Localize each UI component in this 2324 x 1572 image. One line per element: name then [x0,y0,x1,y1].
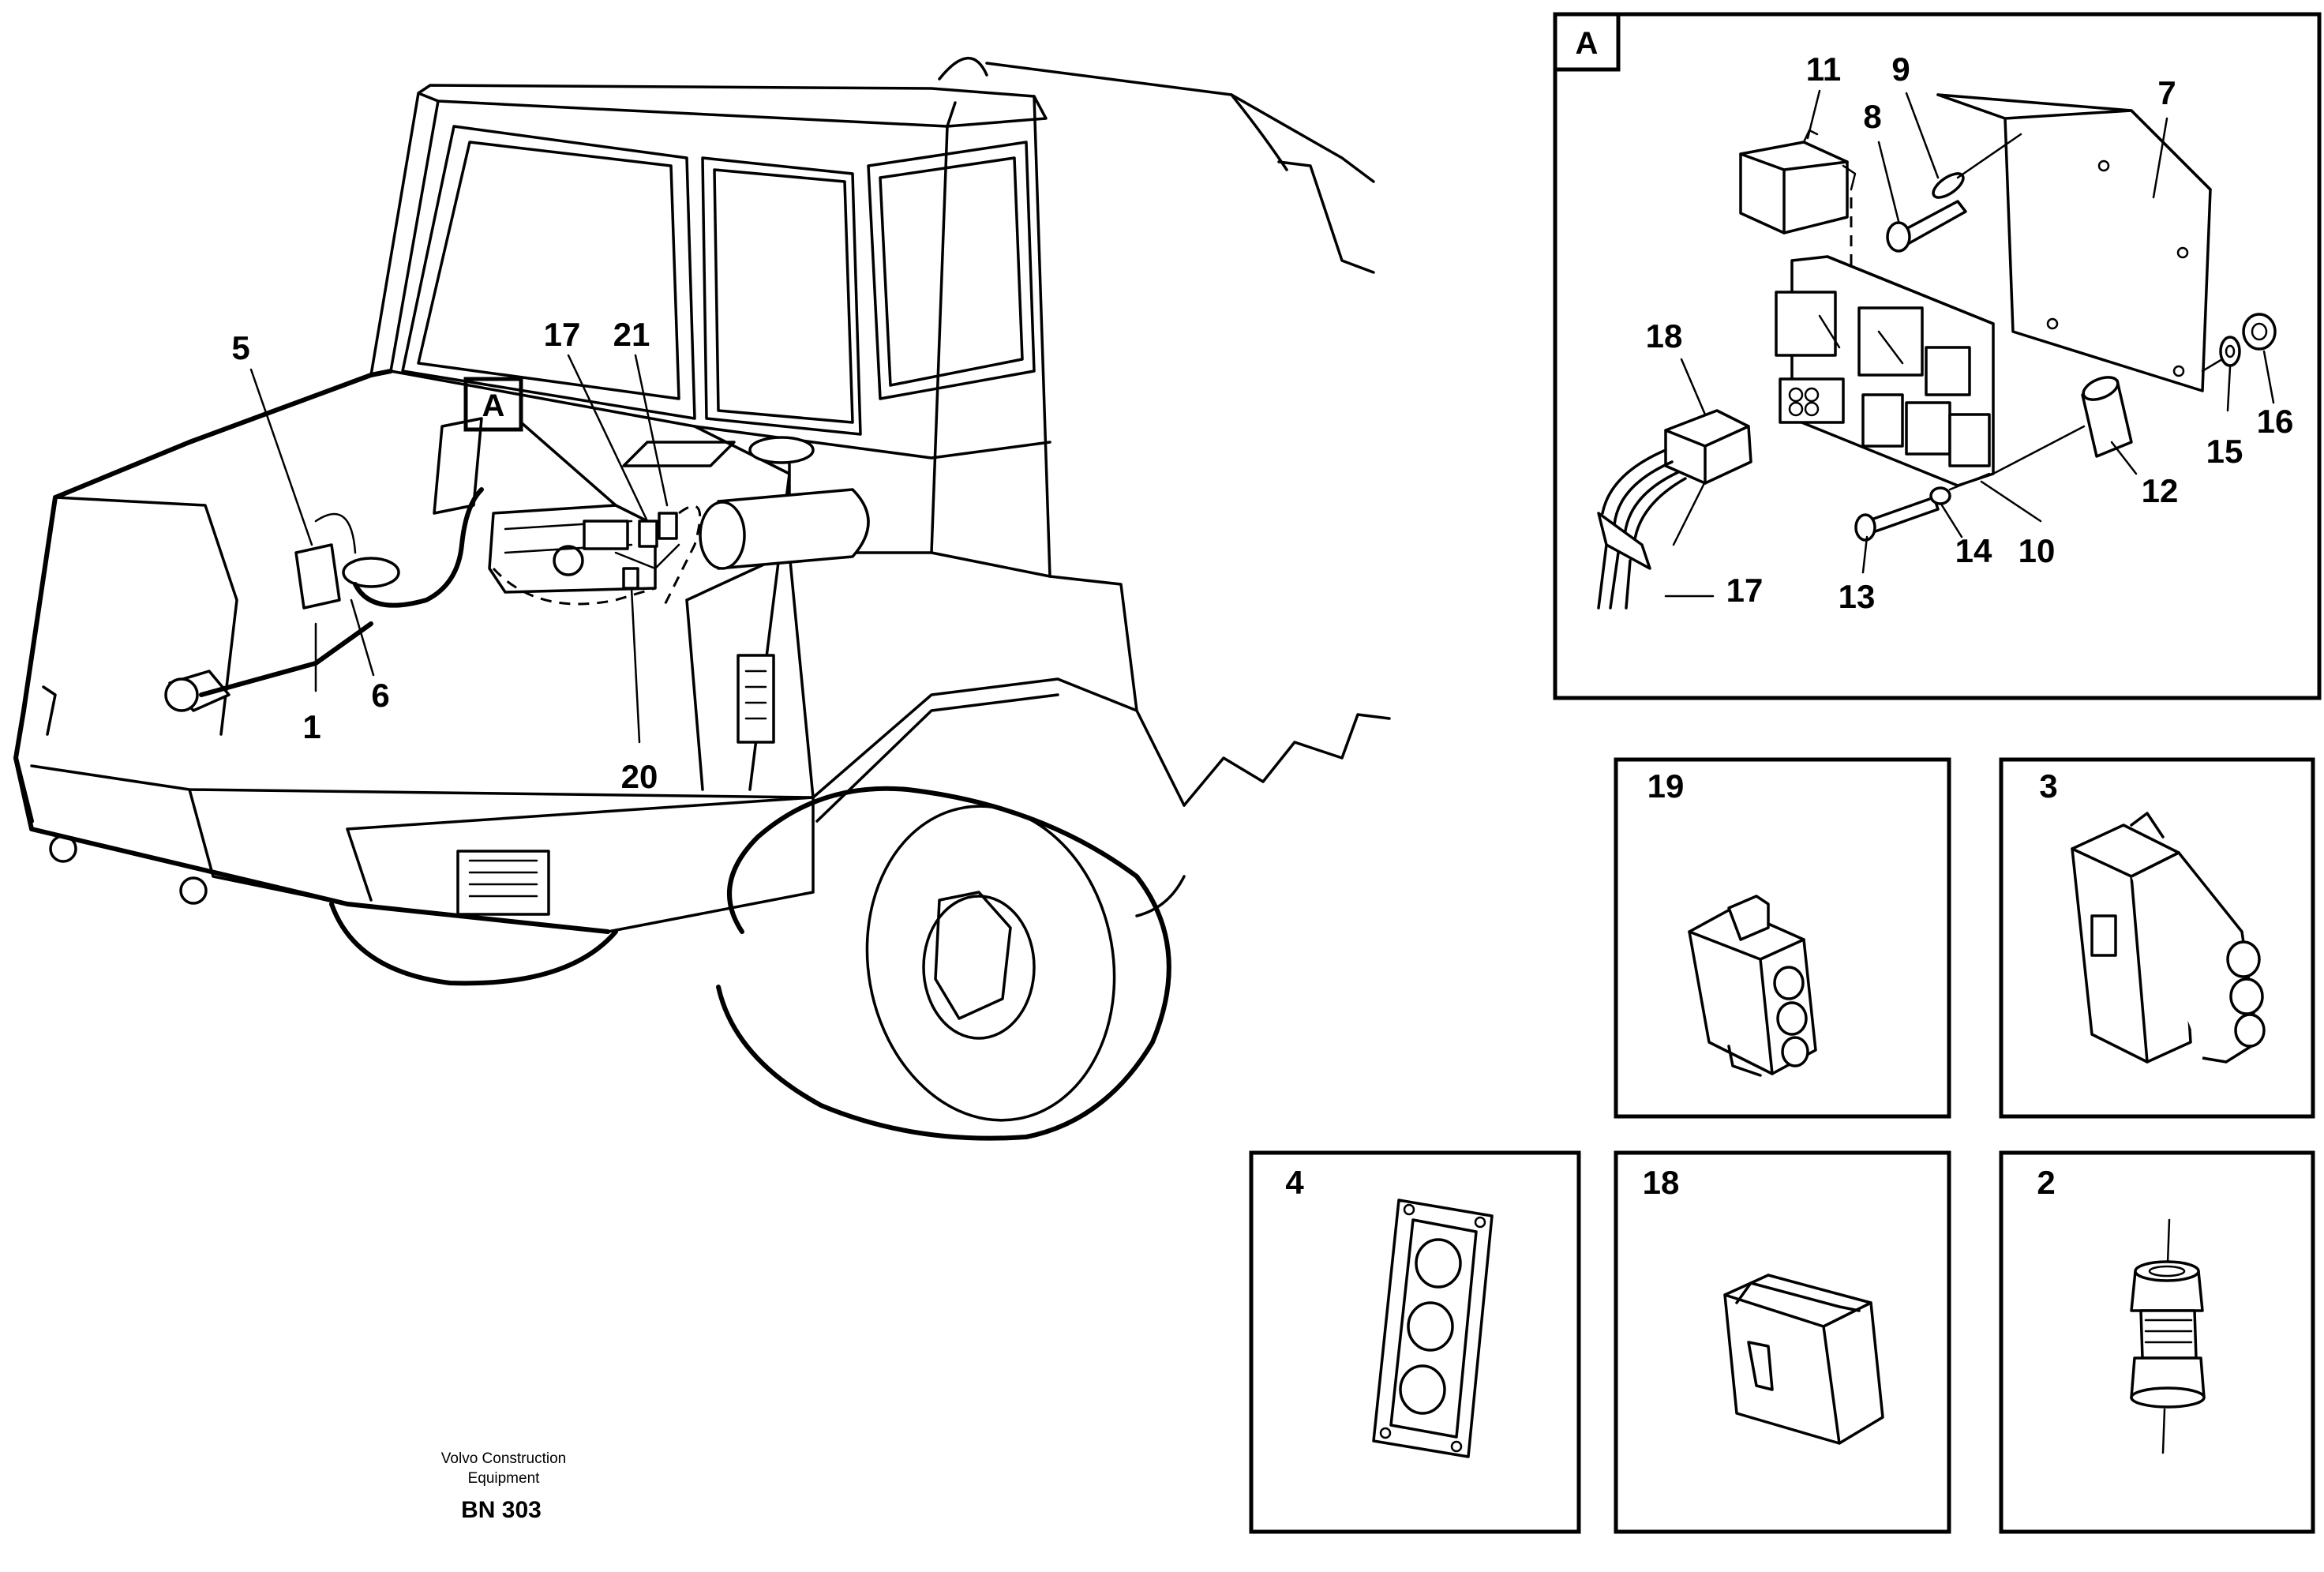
label-7: 7 [2157,74,2176,111]
detail-view-a: A [1553,12,2322,700]
label-9: 9 [1891,51,1910,88]
label-5: 5 [231,329,249,366]
view-a-label: A [482,388,505,423]
detail-a-label: A [1576,26,1599,61]
view-a-callout: A [463,377,617,507]
label-10: 10 [2019,532,2056,569]
machine-leader-lines [249,354,669,744]
label-19: 19 [1647,767,1685,805]
label-15: 15 [2206,433,2243,470]
footer: Volvo Construction Equipment BN 303 [441,1450,566,1523]
label-6: 6 [371,677,389,714]
detail-box-4: 4 [1249,1150,1581,1534]
label-17-detail: 17 [1726,572,1764,609]
detail-box-19: 19 [1614,757,1951,1119]
detail-box-3: 3 [1999,757,2315,1119]
detail-box-18: 18 [1614,1150,1951,1534]
label-17-machine: 17 [544,316,581,353]
footer-company-line1: Volvo Construction [441,1450,566,1467]
label-14: 14 [1955,532,1992,569]
label-21: 21 [613,316,650,353]
machine-labels: 5 1 6 17 21 20 [231,316,658,795]
machine-drawing [13,57,1391,1141]
label-18-box: 18 [1643,1164,1680,1201]
label-13: 13 [1839,578,1876,615]
label-8: 8 [1863,98,1881,135]
label-20: 20 [621,758,658,795]
label-18-detail: 18 [1646,317,1683,355]
label-3: 3 [2039,767,2057,805]
label-2: 2 [2037,1164,2055,1201]
footer-company-line2: Equipment [468,1470,541,1487]
footer-code: BN 303 [461,1497,542,1523]
label-1: 1 [302,708,320,745]
label-12: 12 [2142,472,2179,509]
label-4: 4 [1285,1164,1304,1201]
label-16: 16 [2257,403,2294,440]
detail-a-leader-lines [1680,89,2275,574]
detail-a-labels: 11 9 8 7 18 16 15 12 10 14 17 13 [1646,51,2294,615]
label-11: 11 [1806,51,1841,88]
detail-box-2: 2 [1999,1150,2315,1534]
